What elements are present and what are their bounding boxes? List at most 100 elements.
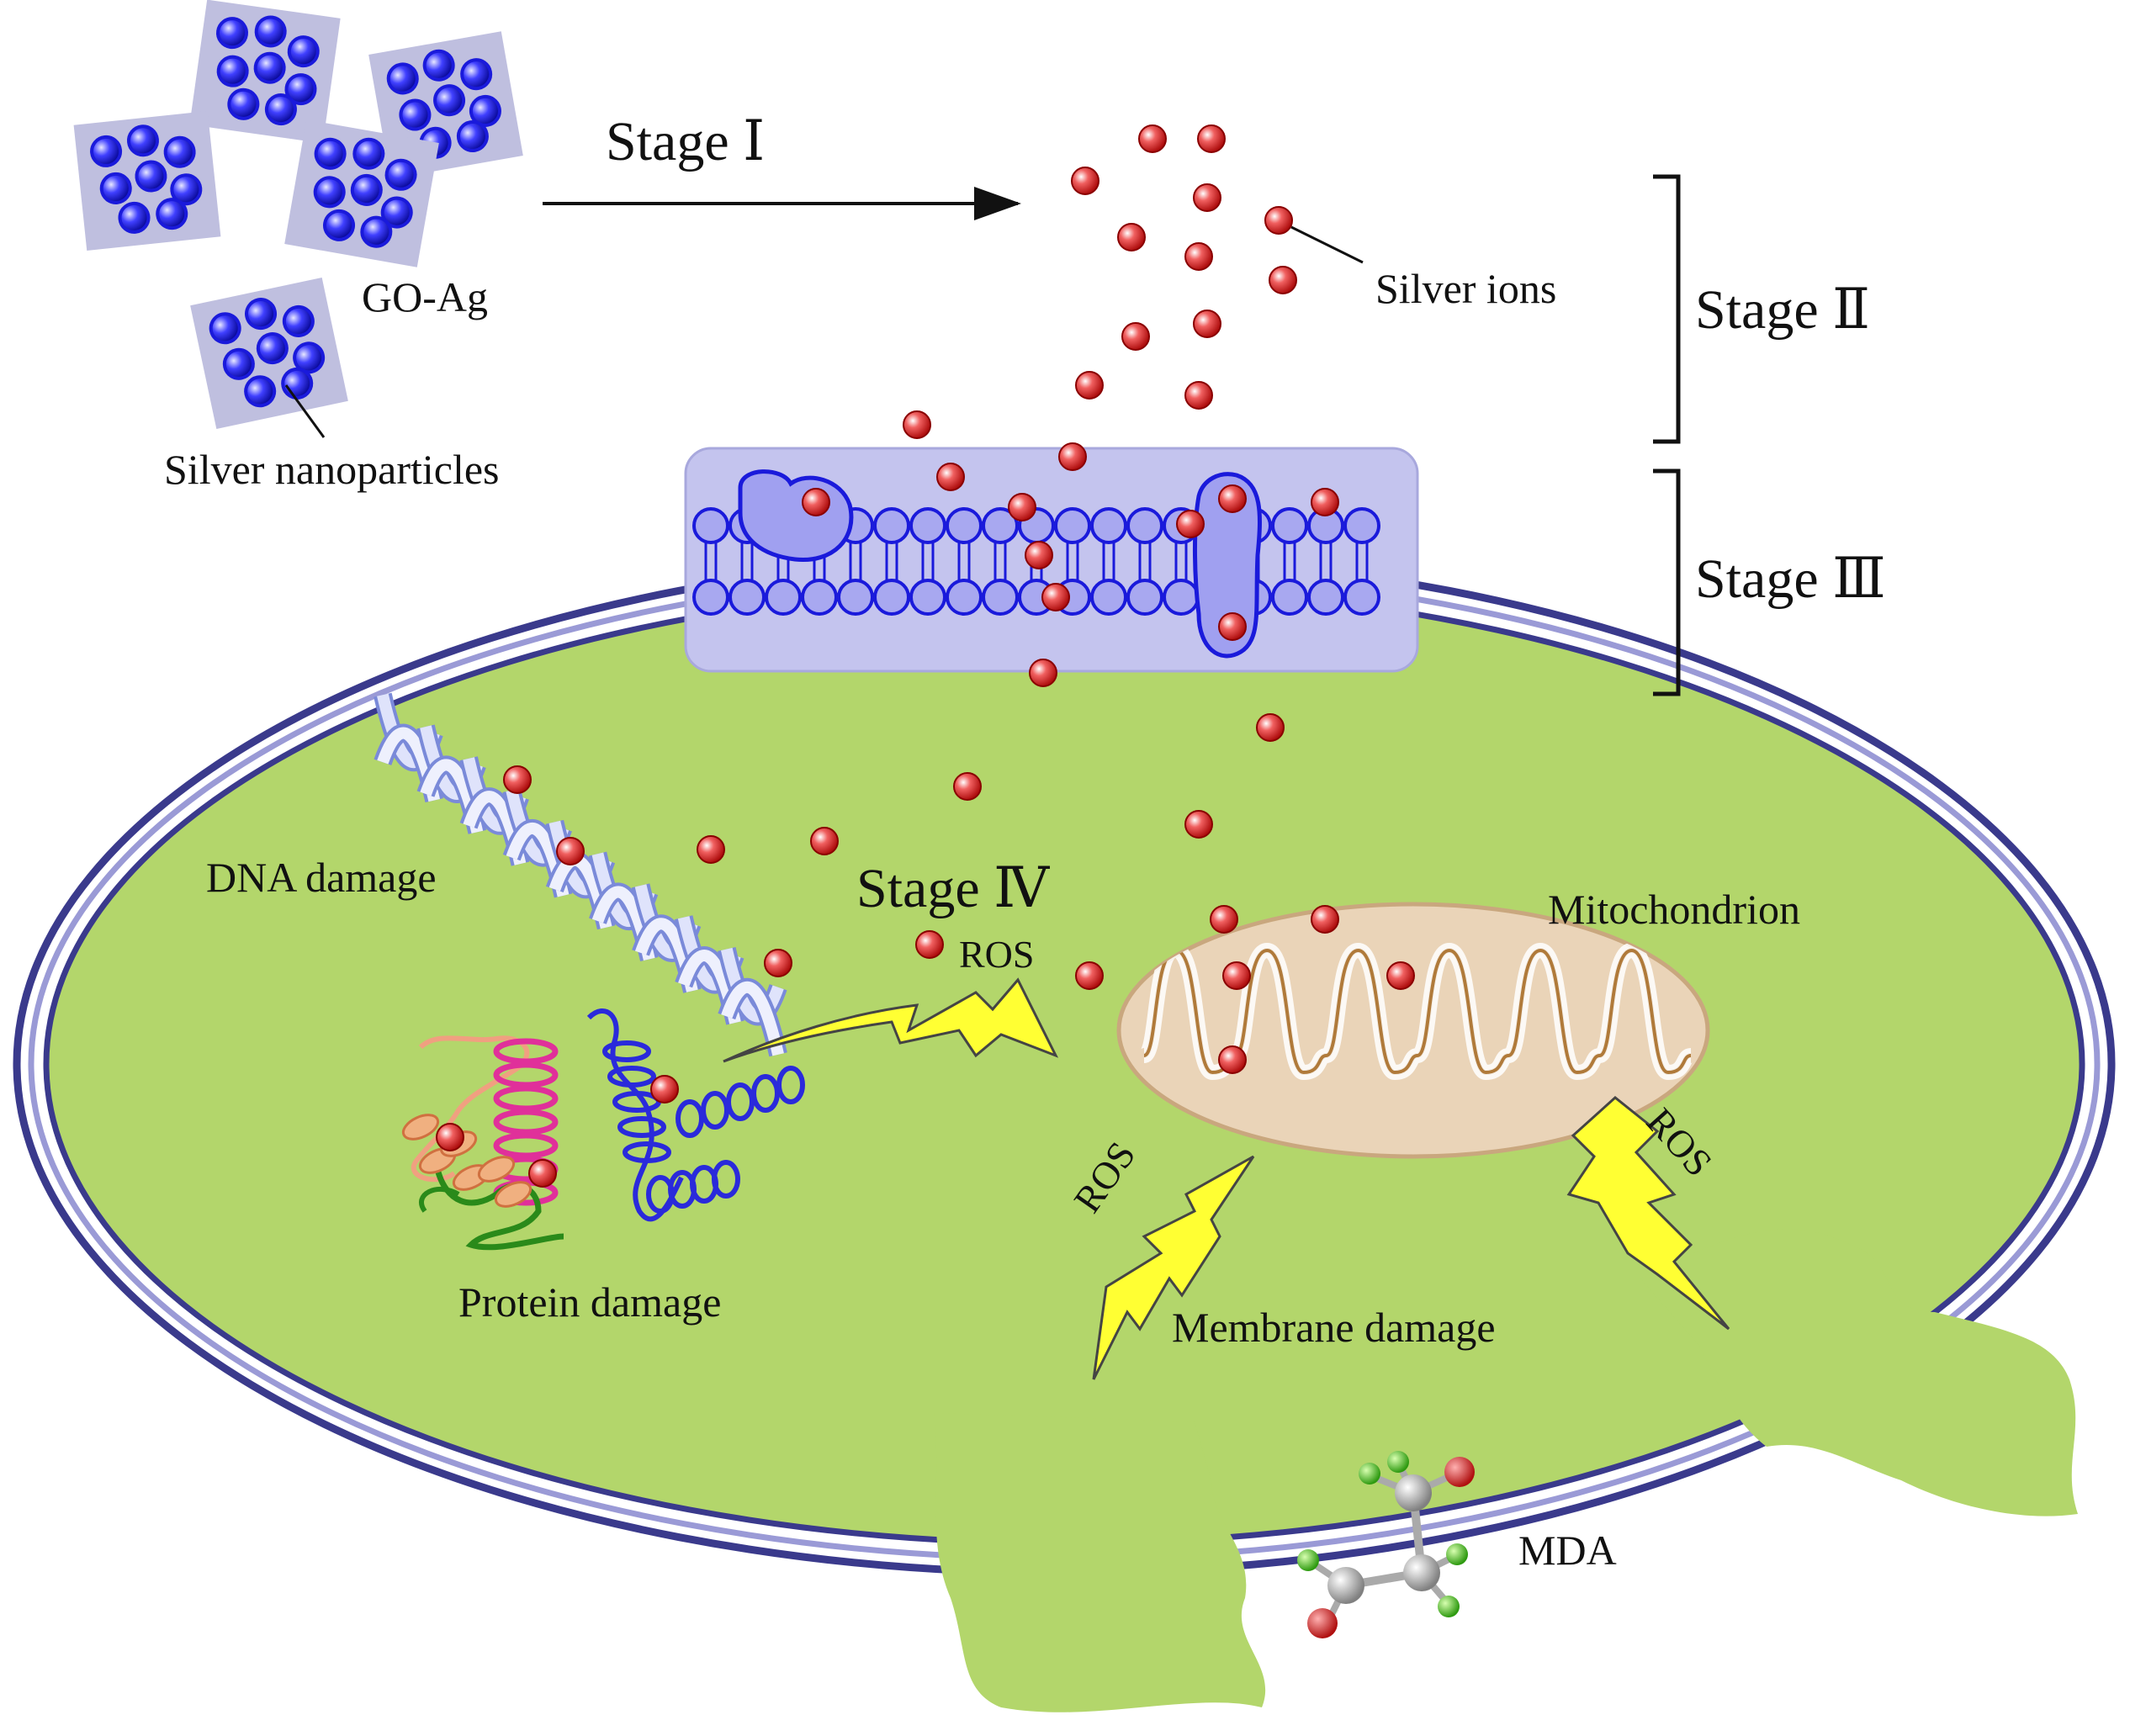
alpha-helix-turn	[493, 1132, 559, 1159]
silver-ion	[650, 1075, 679, 1104]
silver-nanoparticle	[256, 332, 289, 365]
silver-nanoparticle	[313, 176, 346, 209]
silver-ion	[1138, 124, 1167, 153]
silver-nanoparticle	[287, 35, 320, 68]
silver-ion	[1029, 659, 1057, 687]
silver-ion	[1184, 242, 1213, 271]
silver-ion	[1193, 183, 1221, 212]
stage2-label: Stage Ⅱ	[1695, 279, 1870, 341]
silver-ion	[1041, 583, 1070, 611]
silver-ion	[802, 488, 830, 516]
lipid-head	[1343, 579, 1380, 616]
silver-nanoparticle	[284, 73, 317, 106]
dna-helix	[374, 692, 787, 1057]
cytoplasm-leak-bottom	[934, 1413, 1266, 1712]
silver-ion	[1117, 223, 1146, 251]
silver-ion-pointer	[1290, 225, 1364, 264]
channel-protein-left	[738, 469, 854, 563]
silver-nanoparticle	[380, 196, 413, 229]
silver-ion	[1184, 381, 1213, 410]
silver-ion	[1264, 206, 1293, 235]
ros-label-left: ROS	[959, 933, 1034, 976]
lipid-head	[1271, 507, 1308, 544]
hydrogen-atom	[1387, 1451, 1409, 1473]
hydrogen-atom	[1359, 1463, 1380, 1485]
silver-nanoparticles-label: Silver nanoparticles	[164, 446, 500, 493]
silver-ion	[503, 765, 532, 794]
silver-nanoparticle	[422, 49, 455, 82]
silver-nanoparticle	[399, 98, 432, 131]
lipid-head	[1126, 507, 1163, 544]
silver-nanoparticle	[264, 93, 297, 126]
carbon-atom	[1403, 1554, 1440, 1591]
hydrogen-atom	[1297, 1549, 1319, 1571]
graphene-oxide-sheet	[73, 111, 221, 251]
stage3-bracket	[1653, 468, 1681, 696]
silver-nanoparticle	[163, 135, 196, 168]
silver-ion	[764, 949, 792, 977]
silver-nanoparticle	[460, 58, 493, 91]
silver-nanoparticle	[384, 158, 417, 191]
alpha-helix-turn	[617, 1116, 666, 1138]
lipid-head	[1343, 507, 1380, 544]
ros-lightning-right	[1566, 1096, 1730, 1331]
silver-ion	[1210, 905, 1238, 934]
graphene-oxide-sheet	[190, 278, 348, 429]
silver-nanoparticle	[253, 51, 286, 84]
silver-ions	[436, 124, 1415, 1188]
mda-molecule	[1297, 1451, 1475, 1638]
alpha-helix-turn	[607, 1066, 656, 1088]
lipid-head	[946, 507, 983, 544]
lipid-head	[692, 507, 729, 544]
silver-ion	[1269, 266, 1297, 294]
lipid-head	[909, 507, 946, 544]
ros-lightning-left	[723, 977, 1059, 1063]
go-ag-label: GO-Ag	[362, 273, 488, 320]
silver-ion	[1071, 167, 1099, 195]
hydrogen-atom	[1446, 1543, 1468, 1565]
stage3-label: Stage Ⅲ	[1695, 548, 1886, 610]
alpha-helix-turn	[602, 1040, 651, 1062]
stage4-label: Stage Ⅳ	[856, 858, 1050, 919]
channel-protein-right	[1193, 472, 1262, 659]
silver-nanoparticle	[360, 215, 393, 248]
lipid-head	[873, 507, 910, 544]
lipid-head	[729, 579, 766, 616]
silver-ion	[1311, 905, 1339, 934]
protein-damage-label: Protein damage	[458, 1278, 721, 1326]
silver-nanoparticle	[90, 135, 123, 167]
membrane-damage-label: Membrane damage	[1172, 1304, 1496, 1351]
mda-label: MDA	[1518, 1527, 1617, 1574]
lipid-head	[873, 579, 910, 616]
oxygen-atom	[1444, 1457, 1475, 1487]
beta-strand	[477, 1156, 516, 1183]
lipid-head	[982, 507, 1019, 544]
hydrogen-atom	[1438, 1596, 1460, 1617]
lipid-head	[837, 579, 874, 616]
alpha-helix-turn	[623, 1141, 671, 1163]
nanoparticle-pointer	[284, 384, 326, 438]
silver-nanoparticle	[323, 209, 356, 241]
silver-ion	[810, 827, 839, 855]
silver-ion	[915, 930, 944, 959]
lipid-head	[765, 579, 802, 616]
lipid-head	[1090, 579, 1127, 616]
lipid-head	[946, 579, 983, 616]
carbon-atom	[1395, 1474, 1432, 1511]
alpha-helix-turn	[726, 1082, 755, 1121]
silver-ion	[1008, 493, 1036, 521]
silver-ion	[436, 1123, 464, 1151]
graphene-oxide-sheet	[284, 119, 439, 267]
mitochondrion-label: Mitochondrion	[1548, 886, 1800, 933]
silver-nanoparticle	[135, 160, 167, 193]
silver-ion	[1218, 612, 1247, 641]
alpha-helix-turn	[676, 1099, 704, 1138]
silver-ion	[953, 772, 982, 801]
silver-ion	[1197, 124, 1226, 153]
silver-ion	[1218, 484, 1247, 513]
silver-nanoparticle	[254, 15, 287, 48]
silver-nanoparticle	[99, 172, 132, 204]
silver-nanoparticle	[293, 341, 326, 374]
